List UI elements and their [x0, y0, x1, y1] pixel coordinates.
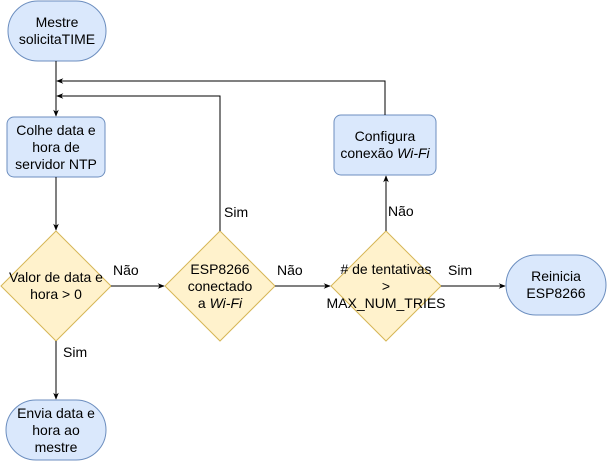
attempts-label-line2: >	[381, 277, 391, 294]
esp-connected-label-line3: a Wi-Fi	[198, 295, 242, 312]
reboot-label-line1: Reinicia	[531, 268, 581, 284]
esp-connected-decision	[164, 230, 276, 342]
collect-label: Colhe data e hora de servidor NTP	[7, 117, 105, 177]
send-label-line3: mestre	[34, 438, 78, 455]
edge-esp-yes-to-collect	[56, 93, 221, 231]
configure-label: Configura conexão Wi-Fi	[334, 115, 436, 175]
collect-label-line3: servidor NTP	[15, 155, 97, 172]
reboot-label: Reinicia ESP8266	[506, 255, 606, 315]
check-value-label-line1: Valor de data e	[9, 269, 103, 285]
check-value-label-line2: hora > 0	[30, 286, 82, 302]
attempts-label: # de tentativas > MAX_NUM_TRIES	[316, 256, 456, 316]
send-terminal	[5, 399, 107, 461]
edge-label-check-yes: Sim	[62, 344, 89, 360]
start-label-line2: solicitaTIME	[18, 31, 96, 47]
edge-configure-to-collect	[56, 78, 386, 115]
start-terminal	[7, 0, 107, 62]
esp-connected-label-line3-em: Wi-Fi	[209, 294, 243, 311]
send-label-line1: Envia data e	[17, 404, 95, 421]
check-value-label: Valor de data e hora > 0	[0, 256, 112, 316]
edge-label-esp-no: Não	[276, 262, 304, 278]
start-label-line1: Mestre	[35, 14, 79, 30]
configure-label-line1: Configura	[354, 128, 416, 144]
esp-connected-label-line3-prefix: a	[197, 294, 210, 311]
edge-label-esp-yes: Sim	[223, 204, 250, 220]
edge-label-check-no: Não	[112, 262, 140, 278]
configure-label-line2: conexão Wi-Fi	[340, 145, 429, 162]
esp-connected-label-line1: ESP8266	[190, 260, 250, 277]
configure-label-line2-prefix: conexão	[340, 145, 398, 161]
collect-label-line2: hora de	[32, 138, 80, 155]
send-label-line2: hora ao	[32, 421, 80, 438]
esp-connected-label-line2: conectado	[187, 277, 253, 294]
edge-label-attempts-no: Não	[387, 203, 415, 219]
configure-label-line2-em: Wi-Fi	[397, 145, 430, 161]
attempts-label-line3: MAX_NUM_TRIES	[326, 294, 446, 311]
start-label: Mestre solicitaTIME	[8, 1, 106, 61]
esp-connected-label: ESP8266 conectado a Wi-Fi	[165, 256, 275, 316]
send-label: Envia data e hora ao mestre	[6, 400, 106, 460]
reboot-label-line2: ESP8266	[526, 285, 586, 301]
attempts-label-line1: # de tentativas	[340, 260, 432, 277]
collect-label-line1: Colhe data e	[16, 121, 96, 138]
edge-label-attempts-yes: Sim	[447, 262, 474, 278]
attempts-decision	[330, 230, 442, 342]
reboot-terminal	[505, 254, 607, 316]
